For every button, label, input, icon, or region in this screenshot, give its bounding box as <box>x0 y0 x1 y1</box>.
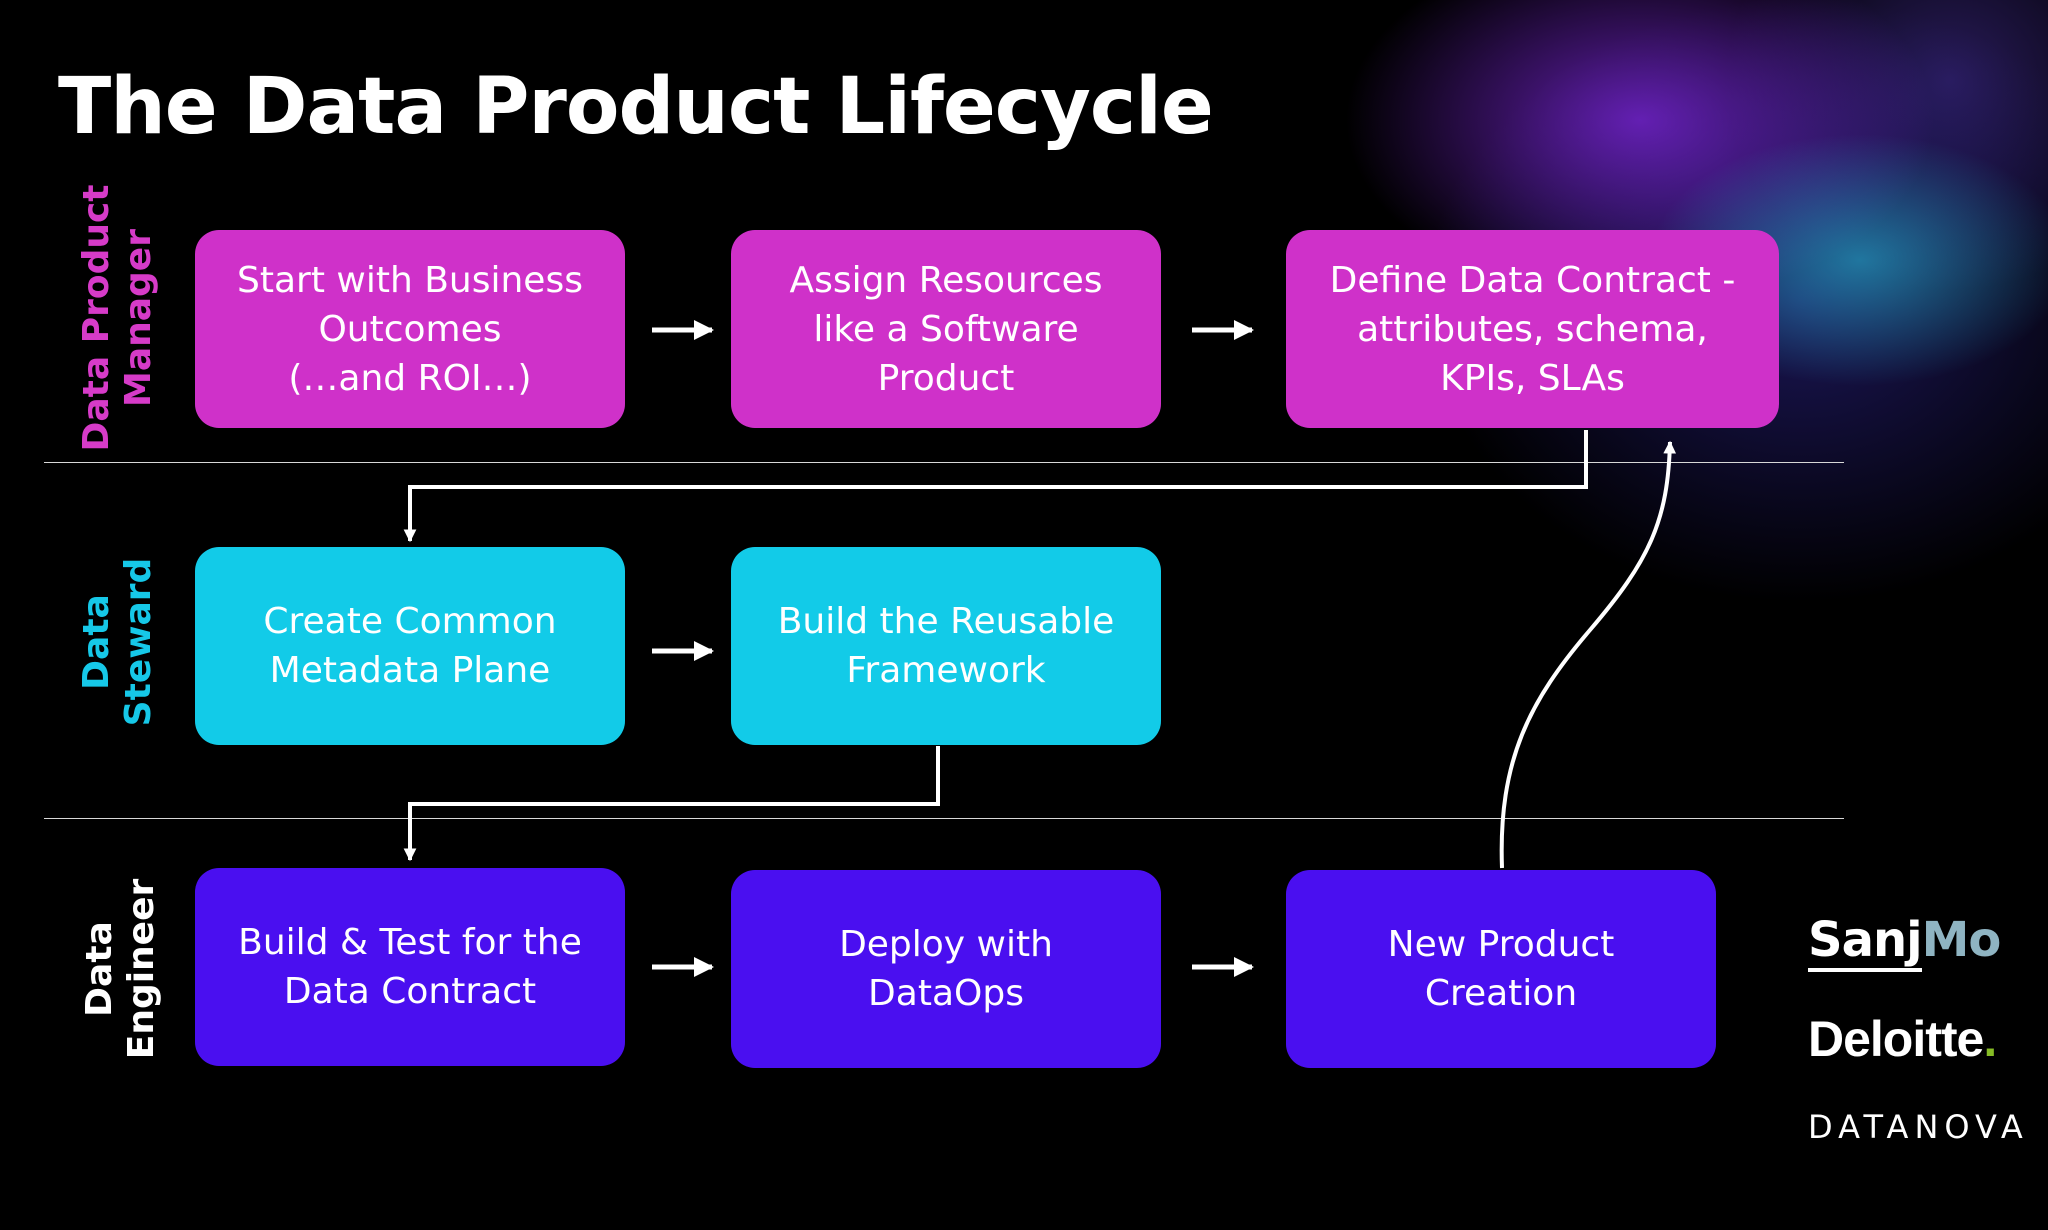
sanjmo-logo-part: Sanj <box>1808 912 1923 972</box>
sanjmo-logo-part: Mo <box>1921 912 2002 968</box>
lane-divider <box>44 818 1844 819</box>
step-label: New Product Creation <box>1387 924 1615 1014</box>
step-label: Build & Test for the Data Contract <box>238 922 582 1012</box>
step-build-and-test: Build & Test for the Data Contract <box>195 868 625 1066</box>
step-new-product-creation: New Product Creation <box>1286 870 1716 1068</box>
arrow-newproduct-to-contract <box>1499 440 1677 869</box>
sanjmo-logo: SanjMo <box>1808 912 2002 972</box>
step-deploy-with-dataops: Deploy with DataOps <box>731 870 1161 1068</box>
step-define-data-contract: Define Data Contract - attributes, schem… <box>1286 230 1779 428</box>
arrow-framework-to-buildtest <box>403 746 940 862</box>
step-create-common-metadata-plane: Create Common Metadata Plane <box>195 547 625 745</box>
step-label: Build the Reusable Framework <box>777 601 1115 691</box>
slide-title: The Data Product Lifecycle <box>58 62 1214 152</box>
arrow-contract-to-metadata <box>403 430 1588 543</box>
step-label: Define Data Contract - attributes, schem… <box>1329 259 1736 399</box>
step-label: Start with Business Outcomes (…and ROI…) <box>237 259 583 399</box>
step-label: Deploy with DataOps <box>839 924 1053 1014</box>
deloitte-logo: Deloitte. <box>1808 1010 1997 1068</box>
deloitte-logo-text: Deloitte <box>1808 1011 1984 1067</box>
deloitte-logo-dot: . <box>1983 1011 1997 1067</box>
step-start-with-business-outcomes: Start with Business Outcomes (…and ROI…) <box>195 230 625 428</box>
step-assign-resources: Assign Resources like a Software Product <box>731 230 1161 428</box>
lane-divider <box>44 462 1844 463</box>
datanova-logo: DATANOVA <box>1808 1108 2029 1146</box>
step-label: Assign Resources like a Software Product <box>789 259 1103 399</box>
step-build-reusable-framework: Build the Reusable Framework <box>731 547 1161 745</box>
step-label: Create Common Metadata Plane <box>263 601 557 691</box>
